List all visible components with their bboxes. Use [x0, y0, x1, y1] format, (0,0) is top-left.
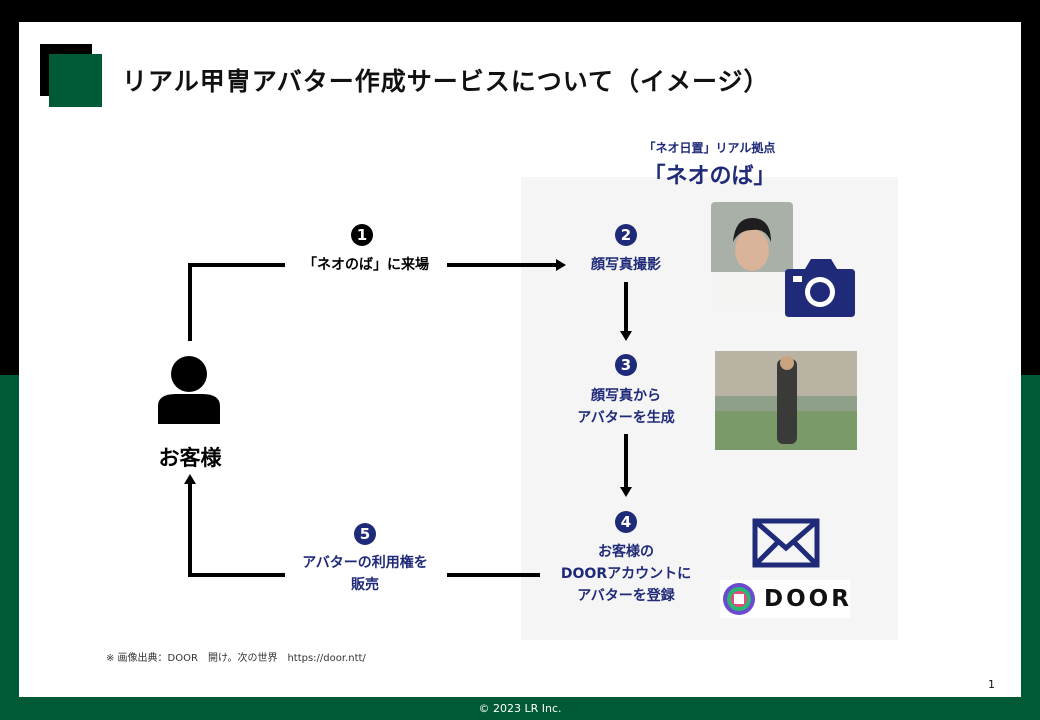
- copyright: © 2023 LR Inc.: [478, 702, 562, 715]
- label-line: 販売: [351, 577, 379, 593]
- connector: [188, 573, 285, 577]
- label-line: お客様の: [598, 544, 654, 560]
- camera-icon: [785, 259, 855, 317]
- step-3-label: 顔写真からアバターを生成: [546, 385, 706, 429]
- face-photo: [711, 202, 793, 306]
- title-mark-green: [49, 54, 102, 107]
- venue-subtitle: 「ネオ日置」リアル拠点: [643, 141, 776, 155]
- step-1-number: 1: [351, 224, 373, 246]
- customer-label: お客様: [158, 446, 222, 470]
- label-line: アバターを登録: [577, 588, 675, 604]
- label-line: アバターを生成: [577, 410, 675, 426]
- door-logo: DOOR: [720, 580, 850, 618]
- connector: [447, 263, 557, 267]
- mail-icon: [752, 518, 820, 568]
- arrow-head: [620, 331, 632, 341]
- venue-name: 「ネオのば」: [643, 164, 776, 189]
- arrow-head: [184, 474, 196, 484]
- armor-avatar-image: [715, 351, 857, 450]
- step-5-number: 5: [354, 523, 376, 545]
- connector: [188, 263, 192, 341]
- label-line: 顔写真から: [591, 388, 661, 404]
- step-5-label: アバターの利用権を販売: [280, 552, 450, 596]
- image-source-note: ※ 画像出典：DOOR 開け。次の世界 https://door.ntt/: [106, 653, 366, 664]
- step-4-number: 4: [615, 511, 637, 533]
- connector: [447, 573, 540, 577]
- step-4-label: お客様の DOORアカウントにアバターを登録: [536, 541, 716, 607]
- connector: [188, 263, 285, 267]
- label-line: アバターの利用権を: [302, 555, 428, 571]
- step-2-label: 顔写真撮影: [591, 257, 661, 273]
- arrow-head: [620, 487, 632, 497]
- page-title: リアル甲冑アバター作成サービスについて（イメージ）: [122, 67, 770, 96]
- person-icon: [158, 356, 220, 424]
- step-2-number: 2: [615, 224, 637, 246]
- label-line: DOORアカウントに: [560, 566, 692, 582]
- step-1-label: 「ネオのば」に来場: [303, 257, 429, 273]
- door-logo-mark: [723, 583, 755, 615]
- connector: [624, 434, 628, 488]
- door-logo-text: DOOR: [764, 586, 852, 612]
- step-3-number: 3: [615, 354, 637, 376]
- connector: [188, 483, 192, 577]
- connector: [624, 282, 628, 332]
- page-number: 1: [988, 678, 995, 691]
- arrow-head: [556, 259, 566, 271]
